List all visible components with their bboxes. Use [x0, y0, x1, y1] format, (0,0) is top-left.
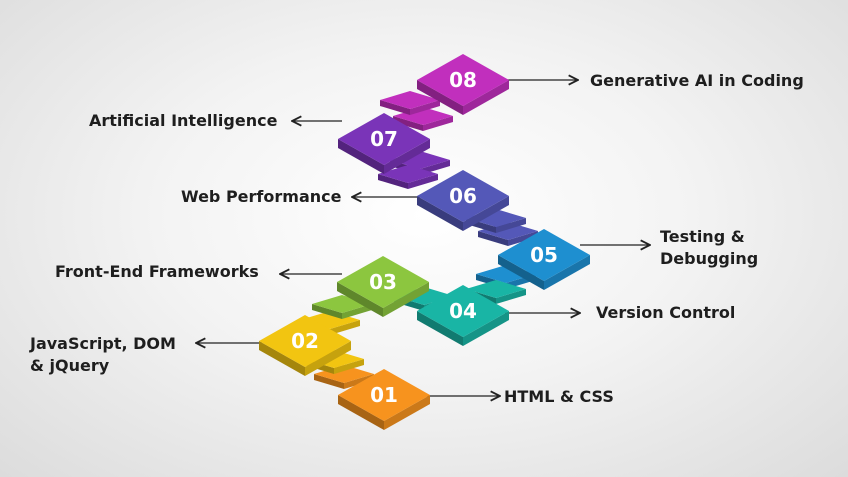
step-tile-01: 01: [338, 369, 430, 430]
label-05: Testing & Debugging: [660, 226, 758, 270]
connector-slab-right-face: [342, 304, 372, 319]
connector-slab-right-face: [334, 359, 364, 374]
step-tile-07-top-face: [338, 113, 430, 165]
label-05-line-2: Debugging: [660, 249, 759, 268]
step-tile-07-right-face: [384, 139, 430, 174]
step-number-02: 02: [291, 329, 319, 353]
connector-slab-left-face: [478, 231, 508, 246]
label-02: JavaScript, DOM & jQuery: [30, 333, 176, 377]
step-tile-01-top-face: [338, 369, 430, 421]
step-tile-08: 08: [417, 54, 509, 115]
connector-slab-left-face: [393, 116, 423, 131]
step-number-03: 03: [369, 270, 397, 294]
step-tile-03: 03: [337, 256, 429, 317]
step-tile-08-right-face: [463, 80, 509, 115]
connector-slab: [378, 165, 438, 189]
label-06: Web Performance: [181, 187, 342, 206]
step-tile-04: 04: [417, 285, 509, 346]
step-number-05: 05: [530, 243, 558, 267]
label-02-line-1: JavaScript, DOM: [30, 334, 176, 353]
connector-slab-top-face: [466, 280, 526, 298]
label-01: HTML & CSS: [504, 387, 614, 406]
label-05-line-1: Testing &: [660, 227, 745, 246]
step-tile-05-right-face: [544, 255, 590, 290]
step-tile-06-left-face: [417, 196, 463, 231]
step-tile-04-right-face: [463, 311, 509, 346]
step-tile-02: 02: [259, 315, 351, 376]
connector-slab-right-face: [496, 218, 526, 233]
connector-slab-right-face: [330, 320, 360, 335]
step-tile-06: 06: [417, 170, 509, 231]
connector-slab-right-face: [496, 289, 526, 304]
step-tile-05-top-face: [498, 229, 590, 281]
label-08: Generative AI in Coding: [590, 71, 804, 90]
step-tile-05: 05: [498, 229, 590, 290]
step-tile-04-left-face: [417, 311, 463, 346]
step-tile-02-left-face: [259, 341, 305, 376]
step-tile-03-right-face: [383, 282, 429, 317]
connector-slab-right-face: [408, 174, 438, 189]
step-number-04: 04: [449, 299, 477, 323]
connector-slab-right-face: [423, 116, 453, 131]
connector-slab-left-face: [380, 100, 410, 115]
step-number-07: 07: [370, 127, 398, 151]
step-number-08: 08: [449, 68, 477, 92]
step-tiles: 08 07 06 05 03 04 02 01: [259, 54, 590, 430]
connector-slab-right-face: [508, 231, 538, 246]
label-02-line-2: & jQuery: [30, 356, 110, 375]
connector-slab-left-face: [312, 304, 342, 319]
connector-slab-right-face: [344, 374, 374, 389]
label-04: Version Control: [596, 303, 736, 322]
connector-slab-left-face: [378, 174, 408, 189]
step-tile-04-top-face: [417, 285, 509, 337]
step-tile-01-right-face: [384, 395, 430, 430]
step-tile-02-top-face: [259, 315, 351, 367]
step-tile-08-left-face: [417, 80, 463, 115]
step-tile-05-left-face: [498, 255, 544, 290]
step-tile-06-right-face: [463, 196, 509, 231]
label-03: Front-End Frameworks: [55, 262, 259, 281]
connector-slab-right-face: [410, 100, 440, 115]
connector-slab-left-face: [314, 374, 344, 389]
step-tile-06-top-face: [417, 170, 509, 222]
connector-slab-top-face: [380, 91, 440, 109]
step-tile-01-left-face: [338, 395, 384, 430]
step-number-06: 06: [449, 184, 477, 208]
step-tile-03-top-face: [337, 256, 429, 308]
connector-slab: [380, 91, 440, 115]
step-tile-07-left-face: [338, 139, 384, 174]
step-number-01: 01: [370, 383, 398, 407]
step-tile-03-left-face: [337, 282, 383, 317]
connector-slab-top-face: [378, 165, 438, 183]
step-tile-08-top-face: [417, 54, 509, 106]
step-tile-02-right-face: [305, 341, 351, 376]
step-tile-07: 07: [338, 113, 430, 174]
label-07: Artificial Intelligence: [89, 111, 278, 130]
